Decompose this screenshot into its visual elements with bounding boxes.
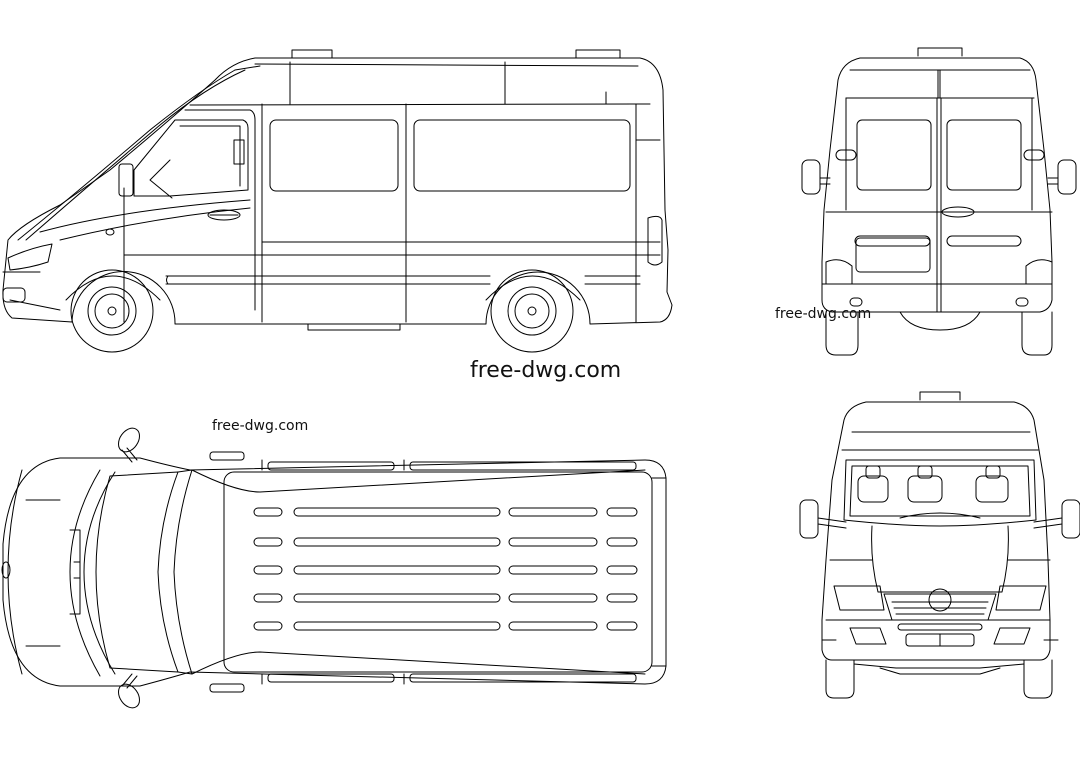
rear-window-left: [857, 120, 931, 190]
side-window-2: [414, 120, 630, 191]
top-body-outline: [3, 458, 666, 686]
rear-body-outline: [822, 58, 1052, 312]
side-window-1: [270, 120, 398, 191]
seat-left: [858, 476, 888, 502]
rear-window-right: [947, 120, 1021, 190]
headlight-left: [834, 586, 884, 610]
roof-ribs: [254, 508, 637, 630]
watermark-main: free-dwg.com: [470, 358, 622, 383]
top-mirror-right: [114, 680, 144, 712]
watermark-top-view: free-dwg.com: [212, 418, 309, 434]
rear-wheel: [491, 270, 573, 352]
front-wheel: [71, 270, 153, 352]
front-body-outline: [822, 402, 1050, 660]
rear-mirror-right: [1058, 160, 1076, 194]
side-body-outline: [3, 58, 672, 324]
rear-roof-light: [918, 48, 962, 56]
front-mirror-left: [800, 500, 818, 538]
seat-middle: [908, 476, 942, 502]
front-roof-light: [920, 392, 960, 400]
top-mirror-left: [114, 424, 144, 456]
brand-emblem: [929, 589, 951, 611]
rear-mirror-left: [802, 160, 820, 194]
roof-marker-light-front: [292, 50, 332, 58]
front-grille: [884, 594, 996, 620]
front-windshield: [844, 460, 1036, 526]
front-mirror-right: [1062, 500, 1080, 538]
watermark-rear-view: free-dwg.com: [775, 306, 872, 322]
seat-right: [976, 476, 1008, 502]
roof-marker-light-rear: [576, 50, 620, 58]
headlight-right: [996, 586, 1046, 610]
